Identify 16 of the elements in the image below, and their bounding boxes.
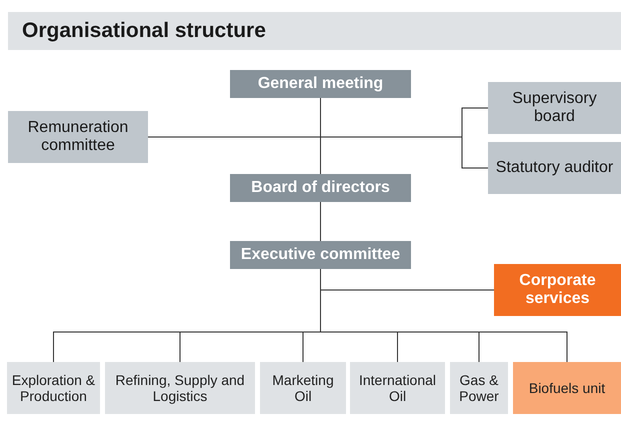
title-banner: Organisational structure (8, 12, 621, 50)
org-box: Statutory auditor (488, 142, 621, 194)
org-box: Exploration & Production (7, 362, 100, 414)
org-box: Supervisory board (488, 82, 621, 134)
org-box: Gas & Power (450, 362, 508, 414)
connector-line (320, 98, 321, 174)
org-box: Marketing Oil (260, 362, 346, 414)
org-box: International Oil (350, 362, 445, 414)
org-box: General meeting (230, 70, 411, 98)
connector-line (320, 202, 321, 242)
org-box: Refining, Supply and Logistics (105, 362, 255, 414)
org-box: Biofuels unit (513, 362, 621, 414)
org-box: Corporate services (494, 264, 621, 316)
org-box: Executive committee (230, 241, 411, 269)
org-box: Board of directors (230, 174, 411, 202)
org-box: Remuneration committee (8, 111, 148, 163)
